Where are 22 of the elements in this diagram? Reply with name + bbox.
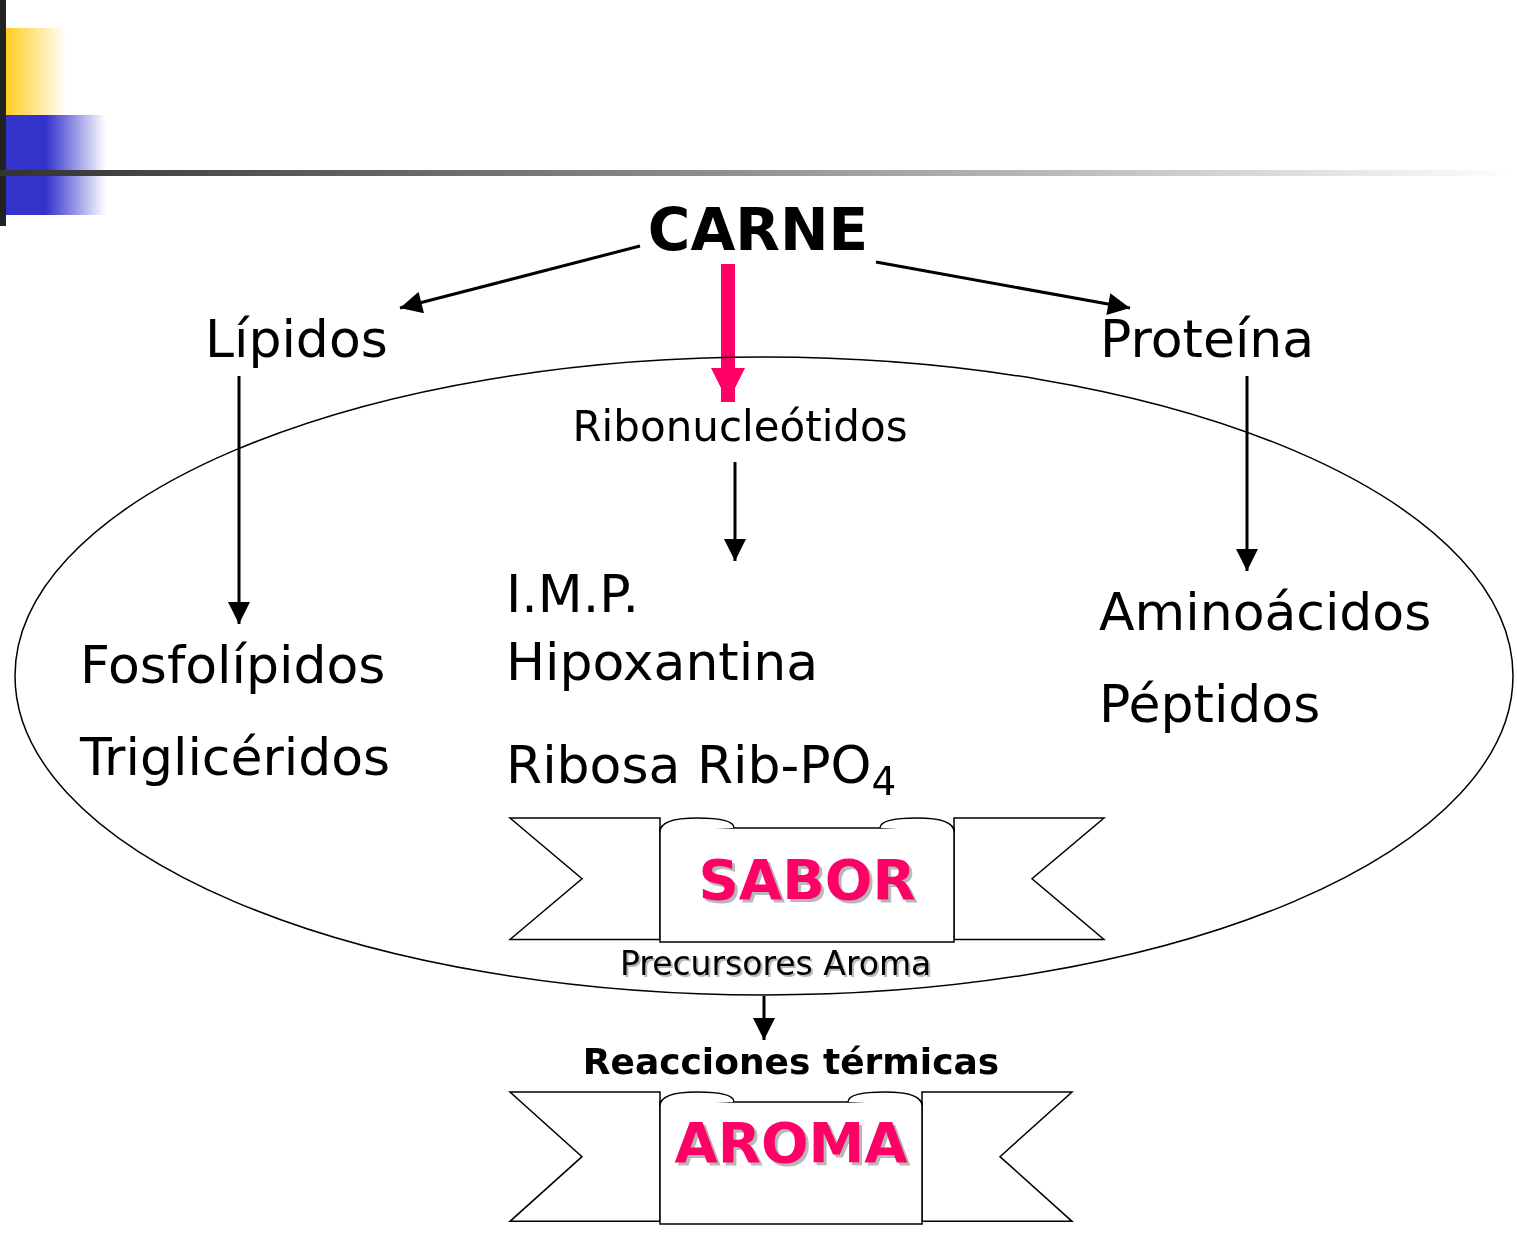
banner-label: AROMA bbox=[674, 1109, 908, 1177]
caption-label: Precursores Aroma bbox=[620, 944, 932, 983]
arrow bbox=[1236, 376, 1258, 571]
component-label: Aminoácidos bbox=[1099, 581, 1432, 644]
banner-label: Reacciones térmicas bbox=[582, 1040, 1000, 1084]
arrow bbox=[399, 244, 641, 314]
category-label: Ribonucleótidos bbox=[572, 402, 908, 453]
arrow bbox=[711, 264, 745, 402]
component-label: Ribosa Rib-PO$_{4}$ bbox=[506, 734, 897, 797]
category-label: Proteína bbox=[1100, 308, 1315, 371]
banner-label: SABOR bbox=[698, 846, 916, 914]
component-label: I.M.P. bbox=[506, 563, 640, 626]
arrow bbox=[228, 376, 250, 624]
arrow bbox=[753, 996, 775, 1040]
component-label: Péptidos bbox=[1099, 673, 1321, 736]
category-label: Lípidos bbox=[205, 308, 388, 371]
component-label: Fosfolípidos bbox=[80, 634, 386, 697]
component-label: Hipoxantina bbox=[506, 630, 819, 694]
category-label: CARNE bbox=[647, 196, 869, 266]
arrow bbox=[724, 462, 746, 561]
arrow bbox=[875, 260, 1131, 315]
component-label: Triglicéridos bbox=[80, 726, 391, 789]
